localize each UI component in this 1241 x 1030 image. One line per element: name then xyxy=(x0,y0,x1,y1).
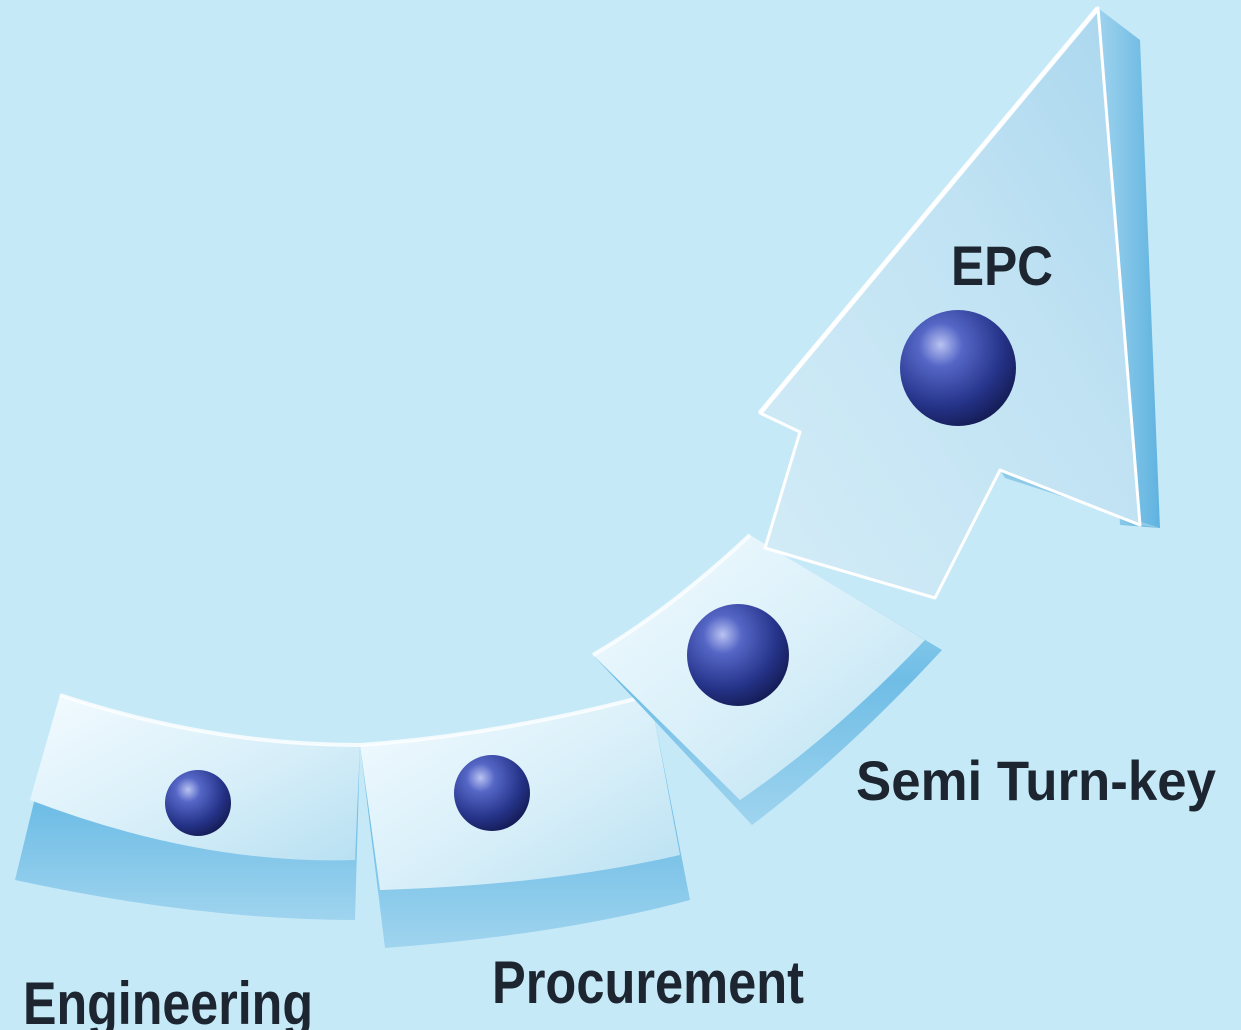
engineering-sphere xyxy=(165,770,231,836)
stage-label-engineering: Engineering xyxy=(23,970,313,1030)
stage-tile-procurement xyxy=(359,693,690,948)
stage-label-semi-turnkey: Semi Turn-key xyxy=(856,749,1216,812)
semi-turnkey-sphere xyxy=(687,604,789,706)
stage-label-epc: EPC xyxy=(951,234,1053,297)
procurement-sphere xyxy=(454,755,530,831)
epc-sphere xyxy=(900,310,1016,426)
stage-arrow-epc xyxy=(758,6,1160,600)
stage-label-procurement: Procurement xyxy=(492,949,804,1016)
